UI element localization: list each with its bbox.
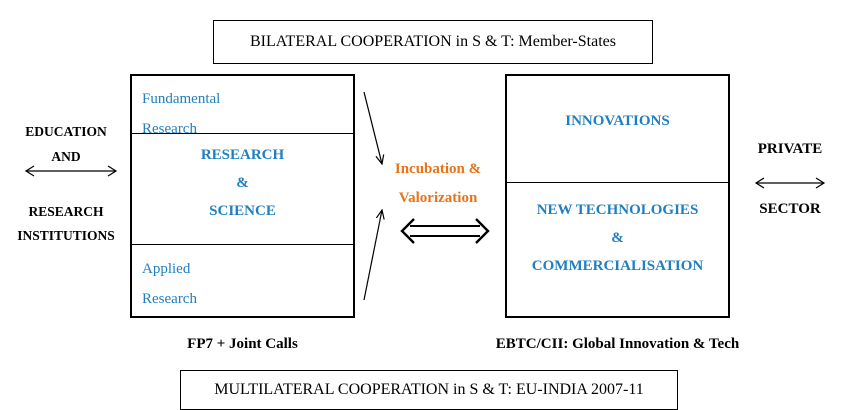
top-banner: BILATERAL COOPERATION in S & T: Member-S… [213, 20, 653, 64]
right-double-arrow-icon [754, 177, 826, 189]
right-side-line1: PRIVATE [757, 141, 823, 157]
applied-research-label: Applied Research [142, 254, 197, 314]
new-technologies-label: NEW TECHNOLOGIES & COMMERCIALISATION [507, 196, 728, 280]
left-box-caption: FP7 + Joint Calls [130, 336, 355, 353]
applied-line1: Applied [142, 261, 191, 277]
research-line2: & [236, 175, 249, 191]
bidirectional-hollow-arrow-icon [400, 218, 490, 244]
left-side-line3: RESEARCH [28, 204, 104, 219]
applied-line2: Research [142, 291, 197, 307]
fundamental-research-label: Fundamental Research [142, 84, 220, 144]
left-double-arrow-icon [24, 165, 118, 177]
incubation-line1: Incubation & [394, 161, 482, 177]
fundamental-line2: Research [142, 121, 197, 137]
incubation-label: Incubation & Valorization [378, 155, 498, 213]
research-line3: SCIENCE [209, 203, 276, 219]
fundamental-line1: Fundamental [142, 91, 221, 107]
left-side-line4: INSTITUTIONS [17, 228, 115, 243]
research-science-label: RESEARCH & SCIENCE [132, 141, 353, 225]
innovations-label: INNOVATIONS [507, 113, 728, 130]
right-side-label: PRIVATE [740, 141, 840, 158]
right-side-label-lower: SECTOR [740, 201, 840, 218]
research-line1: RESEARCH [200, 147, 285, 163]
left-research-box: Fundamental Research RESEARCH & SCIENCE … [130, 74, 355, 318]
right-side-line2: SECTOR [759, 201, 821, 217]
arrow-down-icon [363, 91, 382, 164]
innovations-text: INNOVATIONS [565, 113, 670, 129]
newtech-line3: COMMERCIALISATION [531, 258, 704, 274]
left-side-line2: AND [51, 149, 81, 164]
bottom-banner: MULTILATERAL COOPERATION in S & T: EU-IN… [180, 370, 678, 410]
top-banner-text: BILATERAL COOPERATION in S & T: Member-S… [250, 33, 616, 50]
left-box-divider-top [132, 133, 353, 134]
left-side-label-lower: RESEARCH INSTITUTIONS [8, 204, 124, 244]
right-innovation-box: INNOVATIONS NEW TECHNOLOGIES & COMMERCIA… [505, 74, 730, 318]
bottom-banner-text: MULTILATERAL COOPERATION in S & T: EU-IN… [214, 381, 644, 398]
incubation-line2: Valorization [398, 190, 478, 206]
arrow-up-icon [363, 210, 382, 301]
right-caption-text: EBTC/CII: Global Innovation & Tech [495, 336, 740, 352]
left-side-line1: EDUCATION [25, 124, 107, 139]
right-box-caption: EBTC/CII: Global Innovation & Tech [465, 336, 770, 353]
right-box-divider [507, 182, 728, 183]
newtech-line2: & [611, 230, 624, 246]
left-side-label: EDUCATION AND [8, 124, 124, 165]
newtech-line1: NEW TECHNOLOGIES [536, 202, 699, 218]
left-box-divider-bottom [132, 244, 353, 245]
left-caption-text: FP7 + Joint Calls [187, 336, 298, 352]
